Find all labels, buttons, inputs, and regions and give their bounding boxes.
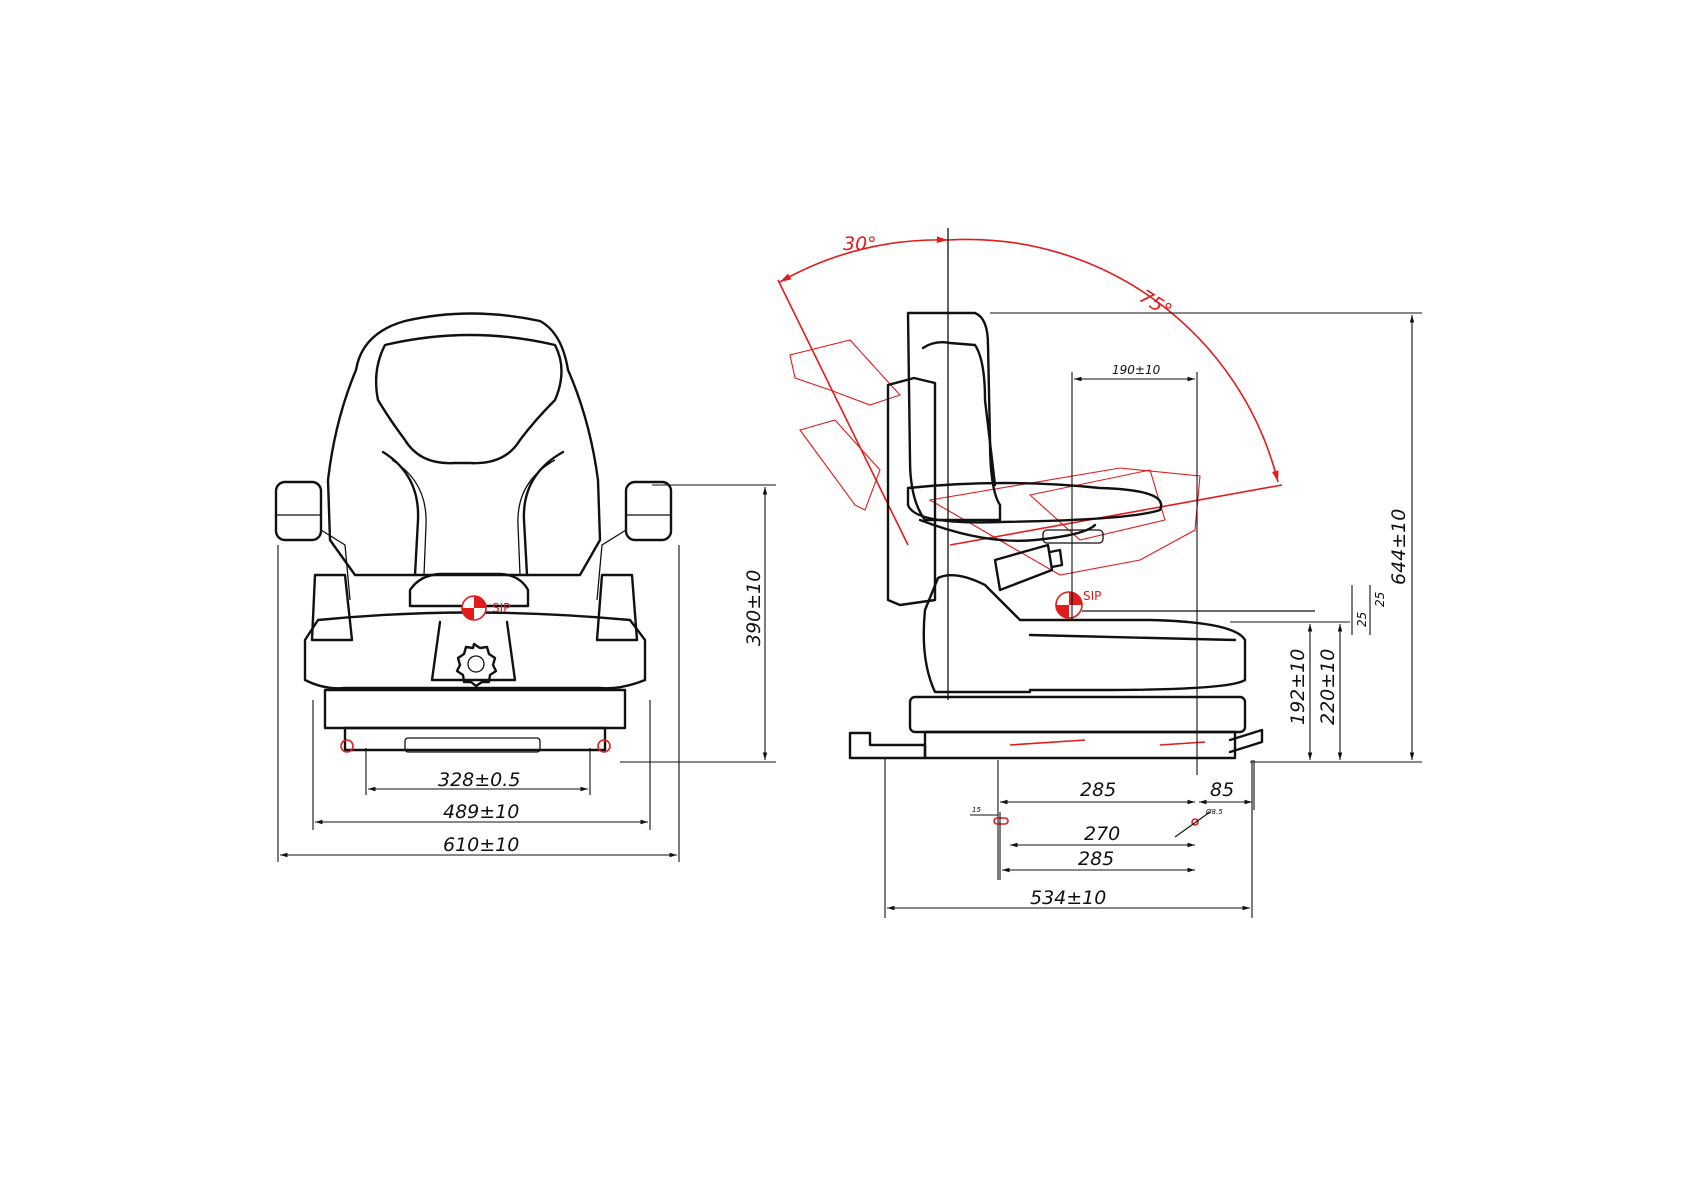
angle-arc <box>779 236 949 283</box>
side-armrest <box>906 481 1163 524</box>
dim-height-front: 390±10 <box>743 570 765 646</box>
dim-sip-to-backrest: 190±10 <box>1112 363 1161 377</box>
backrest-left-contour <box>381 450 420 577</box>
side-view: 30° 75° SIP 190±10 <box>777 228 1422 918</box>
dim-overall-width: 610±10 <box>443 834 519 856</box>
dim-rail-rear-offset: 85 <box>1210 779 1234 801</box>
side-backrest <box>906 311 1002 522</box>
dim-hole-spacing-outer: 285 <box>1078 848 1114 870</box>
backrest-right-contour <box>522 450 565 577</box>
backrest-outline <box>326 312 602 577</box>
dim-sip-height-min: 192±10 <box>1287 649 1309 725</box>
seat-cushion <box>303 611 647 690</box>
side-cushion <box>922 574 1247 694</box>
sip-marker-front: SIP <box>461 595 510 621</box>
dim-overall-depth: 534±10 <box>1030 887 1106 909</box>
lumbar-badge <box>408 572 530 608</box>
dim-overall-height: 644±10 <box>1388 509 1410 585</box>
dim-sip-travel-b: 25 <box>1373 592 1387 607</box>
backrest-forward-ghost <box>789 339 901 406</box>
seat-base <box>323 688 627 730</box>
dim-rail-mount-span: 285 <box>1080 779 1116 801</box>
dim-slot-width: 15 <box>972 806 981 814</box>
left-armrest <box>274 480 323 542</box>
dim-hole-diameter: Ø8.5 <box>1205 808 1223 816</box>
dim-hole-spacing: 270 <box>1084 823 1120 845</box>
dim-base-width: 489±10 <box>443 801 519 823</box>
sip-label-side: SIP <box>1083 589 1101 603</box>
adjustment-knob <box>455 642 498 688</box>
dim-sip-height-max: 220±10 <box>1317 649 1339 725</box>
right-armrest <box>624 480 673 542</box>
dim-bolt-spacing: 328±0.5 <box>438 769 520 791</box>
front-view: SIP 390±10 328±0.5 489±10 610±10 <box>274 312 776 862</box>
sip-marker-side: SIP <box>1055 589 1315 619</box>
angle-forward: 30° <box>843 233 877 255</box>
seatbelt <box>993 543 1064 592</box>
dim-sip-travel-a: 25 <box>1355 612 1369 627</box>
sip-label-front: SIP <box>492 601 510 615</box>
headrest-panel <box>374 333 563 465</box>
